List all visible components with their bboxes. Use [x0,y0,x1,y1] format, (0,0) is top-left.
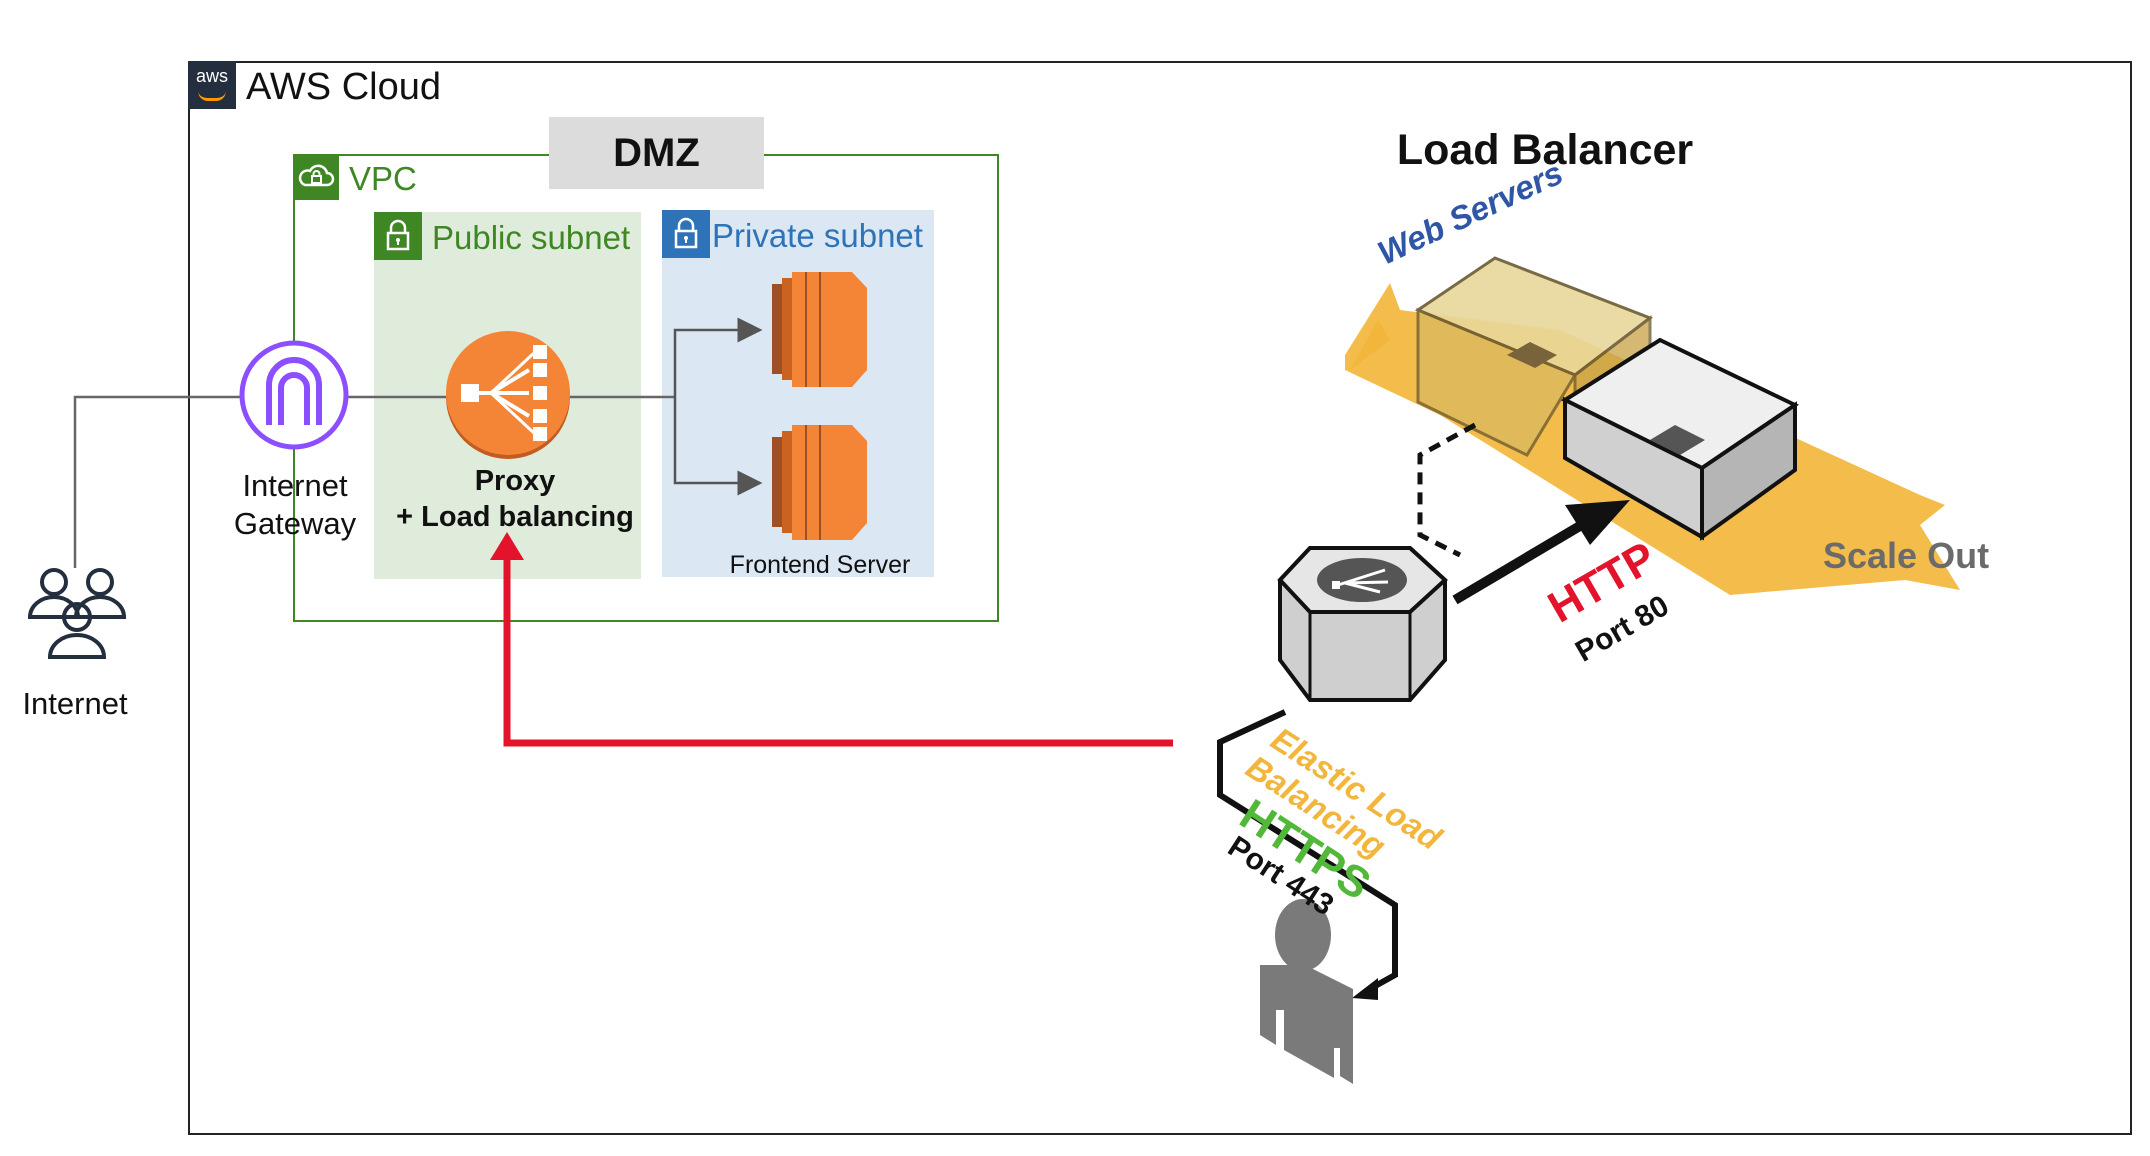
proxy-line1: Proxy [474,465,556,497]
cloud-lock-icon [293,154,339,200]
aws-logo: aws [188,61,236,109]
https-path-line [1217,709,1398,993]
fork-line-bottom [673,397,763,496]
frontend-server-label: Frontend Server [729,551,911,579]
ec2-instance-icon-bottom [772,425,867,540]
private-subnet-title: Private subnet [712,217,923,254]
users-icon [27,568,127,659]
internet-gateway-label: Internet Gateway [220,467,370,543]
public-subnet-title: Public subnet [432,219,631,256]
igw-line1: Internet [242,468,348,503]
dmz-box [549,117,764,189]
dmz-label: DMZ [613,131,700,175]
red-arrow-line [503,555,1173,747]
ec2-instance-icon-top [772,272,867,387]
private-subnet-lock-icon [662,210,710,258]
public-subnet-lock-icon [374,212,422,260]
person-icon [1260,899,1353,1084]
internet-label: Internet [22,686,128,721]
red-arrow-head [490,532,524,560]
elb-device [1277,546,1448,702]
https-path-arrowhead [1352,978,1378,1000]
proxy-line2: + Load balancing [396,501,634,533]
aws-logo-text: aws [195,66,228,86]
aws-cloud-group [188,61,2132,1135]
load-balancer-title: Load Balancer [1396,126,1694,174]
igw-line2: Gateway [233,506,357,541]
vpc-title: VPC [349,160,417,197]
http-arrow-head [1565,500,1630,545]
internet-gateway-icon [239,340,349,450]
proxy-label: Proxy + Load balancing [380,463,650,535]
http-arrow-line [1452,515,1593,605]
web-server-box [1560,337,1799,541]
load-balancer-icon [446,331,570,459]
scale-out-label: Scale Out [1823,535,1990,576]
dashed-link [1417,422,1477,558]
fork-line-top [673,317,763,397]
aws-cloud-title: AWS Cloud [246,66,441,108]
